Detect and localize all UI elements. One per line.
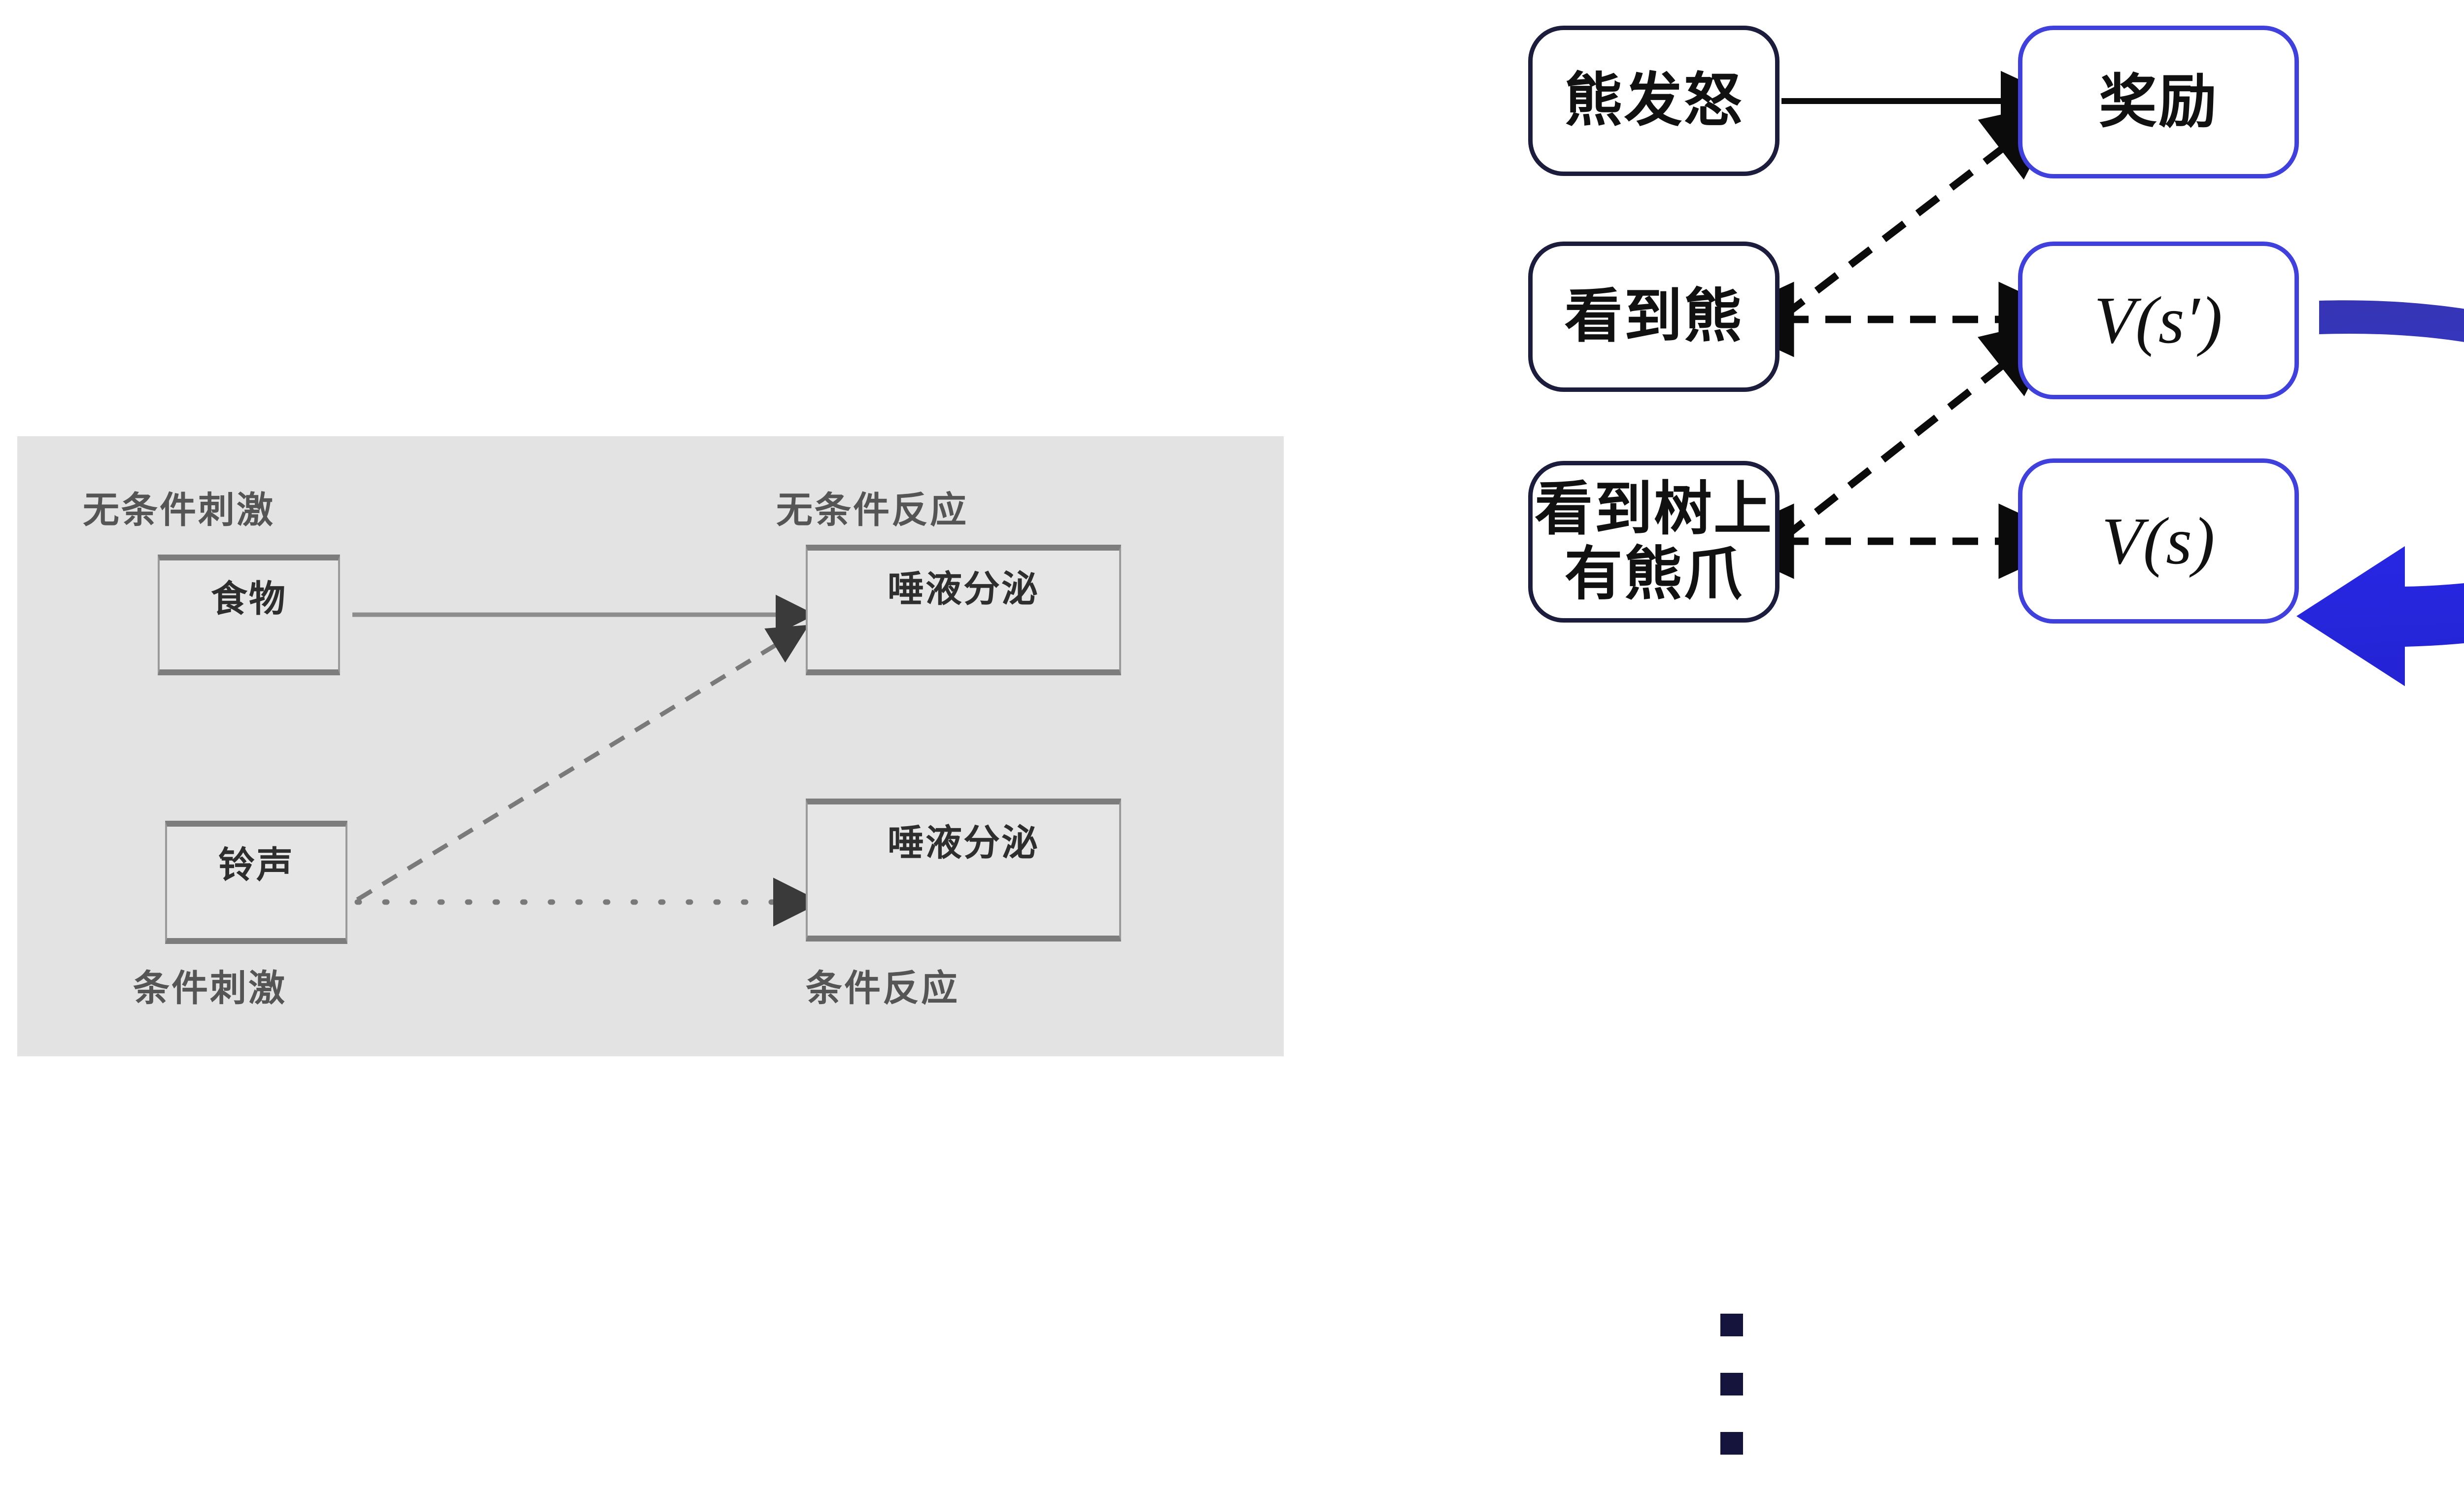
node-v-s[interactable]: V(s) <box>2018 458 2299 624</box>
node-v-s-prime[interactable]: V(s′) <box>2018 242 2299 399</box>
arrow-bell-to-salivation-top <box>356 625 809 902</box>
edge-claw-to-v-s-prime <box>1780 316 2065 541</box>
box-salivation-unconditioned-label: 唾液分泌 <box>888 568 1039 609</box>
pavlov-arrows-layer <box>352 594 822 927</box>
edge-see-bear-to-reward <box>1780 100 2066 319</box>
ellipsis-dot <box>1720 1432 1743 1455</box>
box-salivation-conditioned-label: 唾液分泌 <box>888 822 1039 863</box>
update-loop-arrow <box>2296 300 2464 686</box>
node-v-s-prime-label: V(s′) <box>2094 283 2223 357</box>
label-conditioned-response: 条件反应 <box>806 968 959 1009</box>
node-reward[interactable]: 奖励 <box>2018 26 2299 178</box>
rl-arrows-layer <box>1712 70 2464 686</box>
rl-value-diagram: 熊发怒 看到熊 看到树上 有熊爪 奖励 V(s′) V(s) <box>1478 0 2464 1499</box>
box-food: 食物 <box>158 555 340 675</box>
box-salivation-conditioned: 唾液分泌 <box>806 799 1121 941</box>
node-reward-label: 奖励 <box>2098 69 2218 135</box>
ellipsis-dot <box>1720 1373 1743 1395</box>
ellipsis-dot <box>1720 1314 1743 1336</box>
pavlov-conditioning-panel: 无条件刺激 无条件反应 食物 铃声 唾液分泌 唾液分泌 条件刺激 条件反应 <box>17 436 1284 1056</box>
box-salivation-unconditioned: 唾液分泌 <box>806 545 1121 675</box>
node-see-bear-label: 看到熊 <box>1564 284 1744 349</box>
node-bear-claw-on-tree-label: 看到树上 有熊爪 <box>1534 476 1773 607</box>
label-unconditioned-response: 无条件反应 <box>776 489 968 530</box>
node-bear-angry[interactable]: 熊发怒 <box>1528 26 1780 176</box>
label-unconditioned-stimulus: 无条件刺激 <box>83 489 275 530</box>
node-see-bear[interactable]: 看到熊 <box>1528 242 1780 392</box>
node-bear-claw-on-tree[interactable]: 看到树上 有熊爪 <box>1528 461 1780 623</box>
node-bear-angry-label: 熊发怒 <box>1564 68 1744 134</box>
box-food-label: 食物 <box>211 578 287 619</box>
label-conditioned-stimulus: 条件刺激 <box>133 968 287 1009</box>
node-v-s-label: V(s) <box>2101 504 2216 578</box>
box-bell-label: 铃声 <box>218 844 294 885</box>
box-bell: 铃声 <box>165 821 347 944</box>
